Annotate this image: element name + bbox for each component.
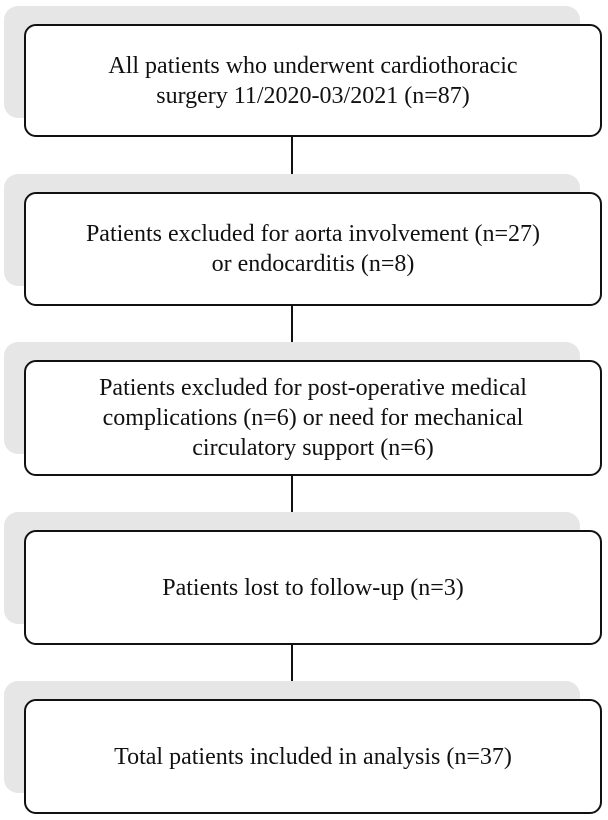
step-4-text: Patients lost to follow-up (n=3) [162, 574, 464, 601]
step-1-text: All patients who underwent cardiothoraci… [108, 52, 518, 109]
step-3-box: Patients excluded for post-operative med… [24, 360, 602, 476]
step-3-text: Patients excluded for post-operative med… [99, 375, 527, 461]
step-5-text: Total patients included in analysis (n=3… [114, 743, 512, 770]
connector-4-5 [291, 645, 293, 681]
connector-1-2 [291, 137, 293, 174]
step-1-box: All patients who underwent cardiothoraci… [24, 24, 602, 137]
step-4-box: Patients lost to follow-up (n=3) [24, 530, 602, 645]
step-5-box: Total patients included in analysis (n=3… [24, 699, 602, 814]
connector-2-3 [291, 306, 293, 342]
step-2-box: Patients excluded for aorta involvement … [24, 192, 602, 306]
connector-3-4 [291, 476, 293, 512]
step-2-text: Patients excluded for aorta involvement … [85, 221, 541, 277]
